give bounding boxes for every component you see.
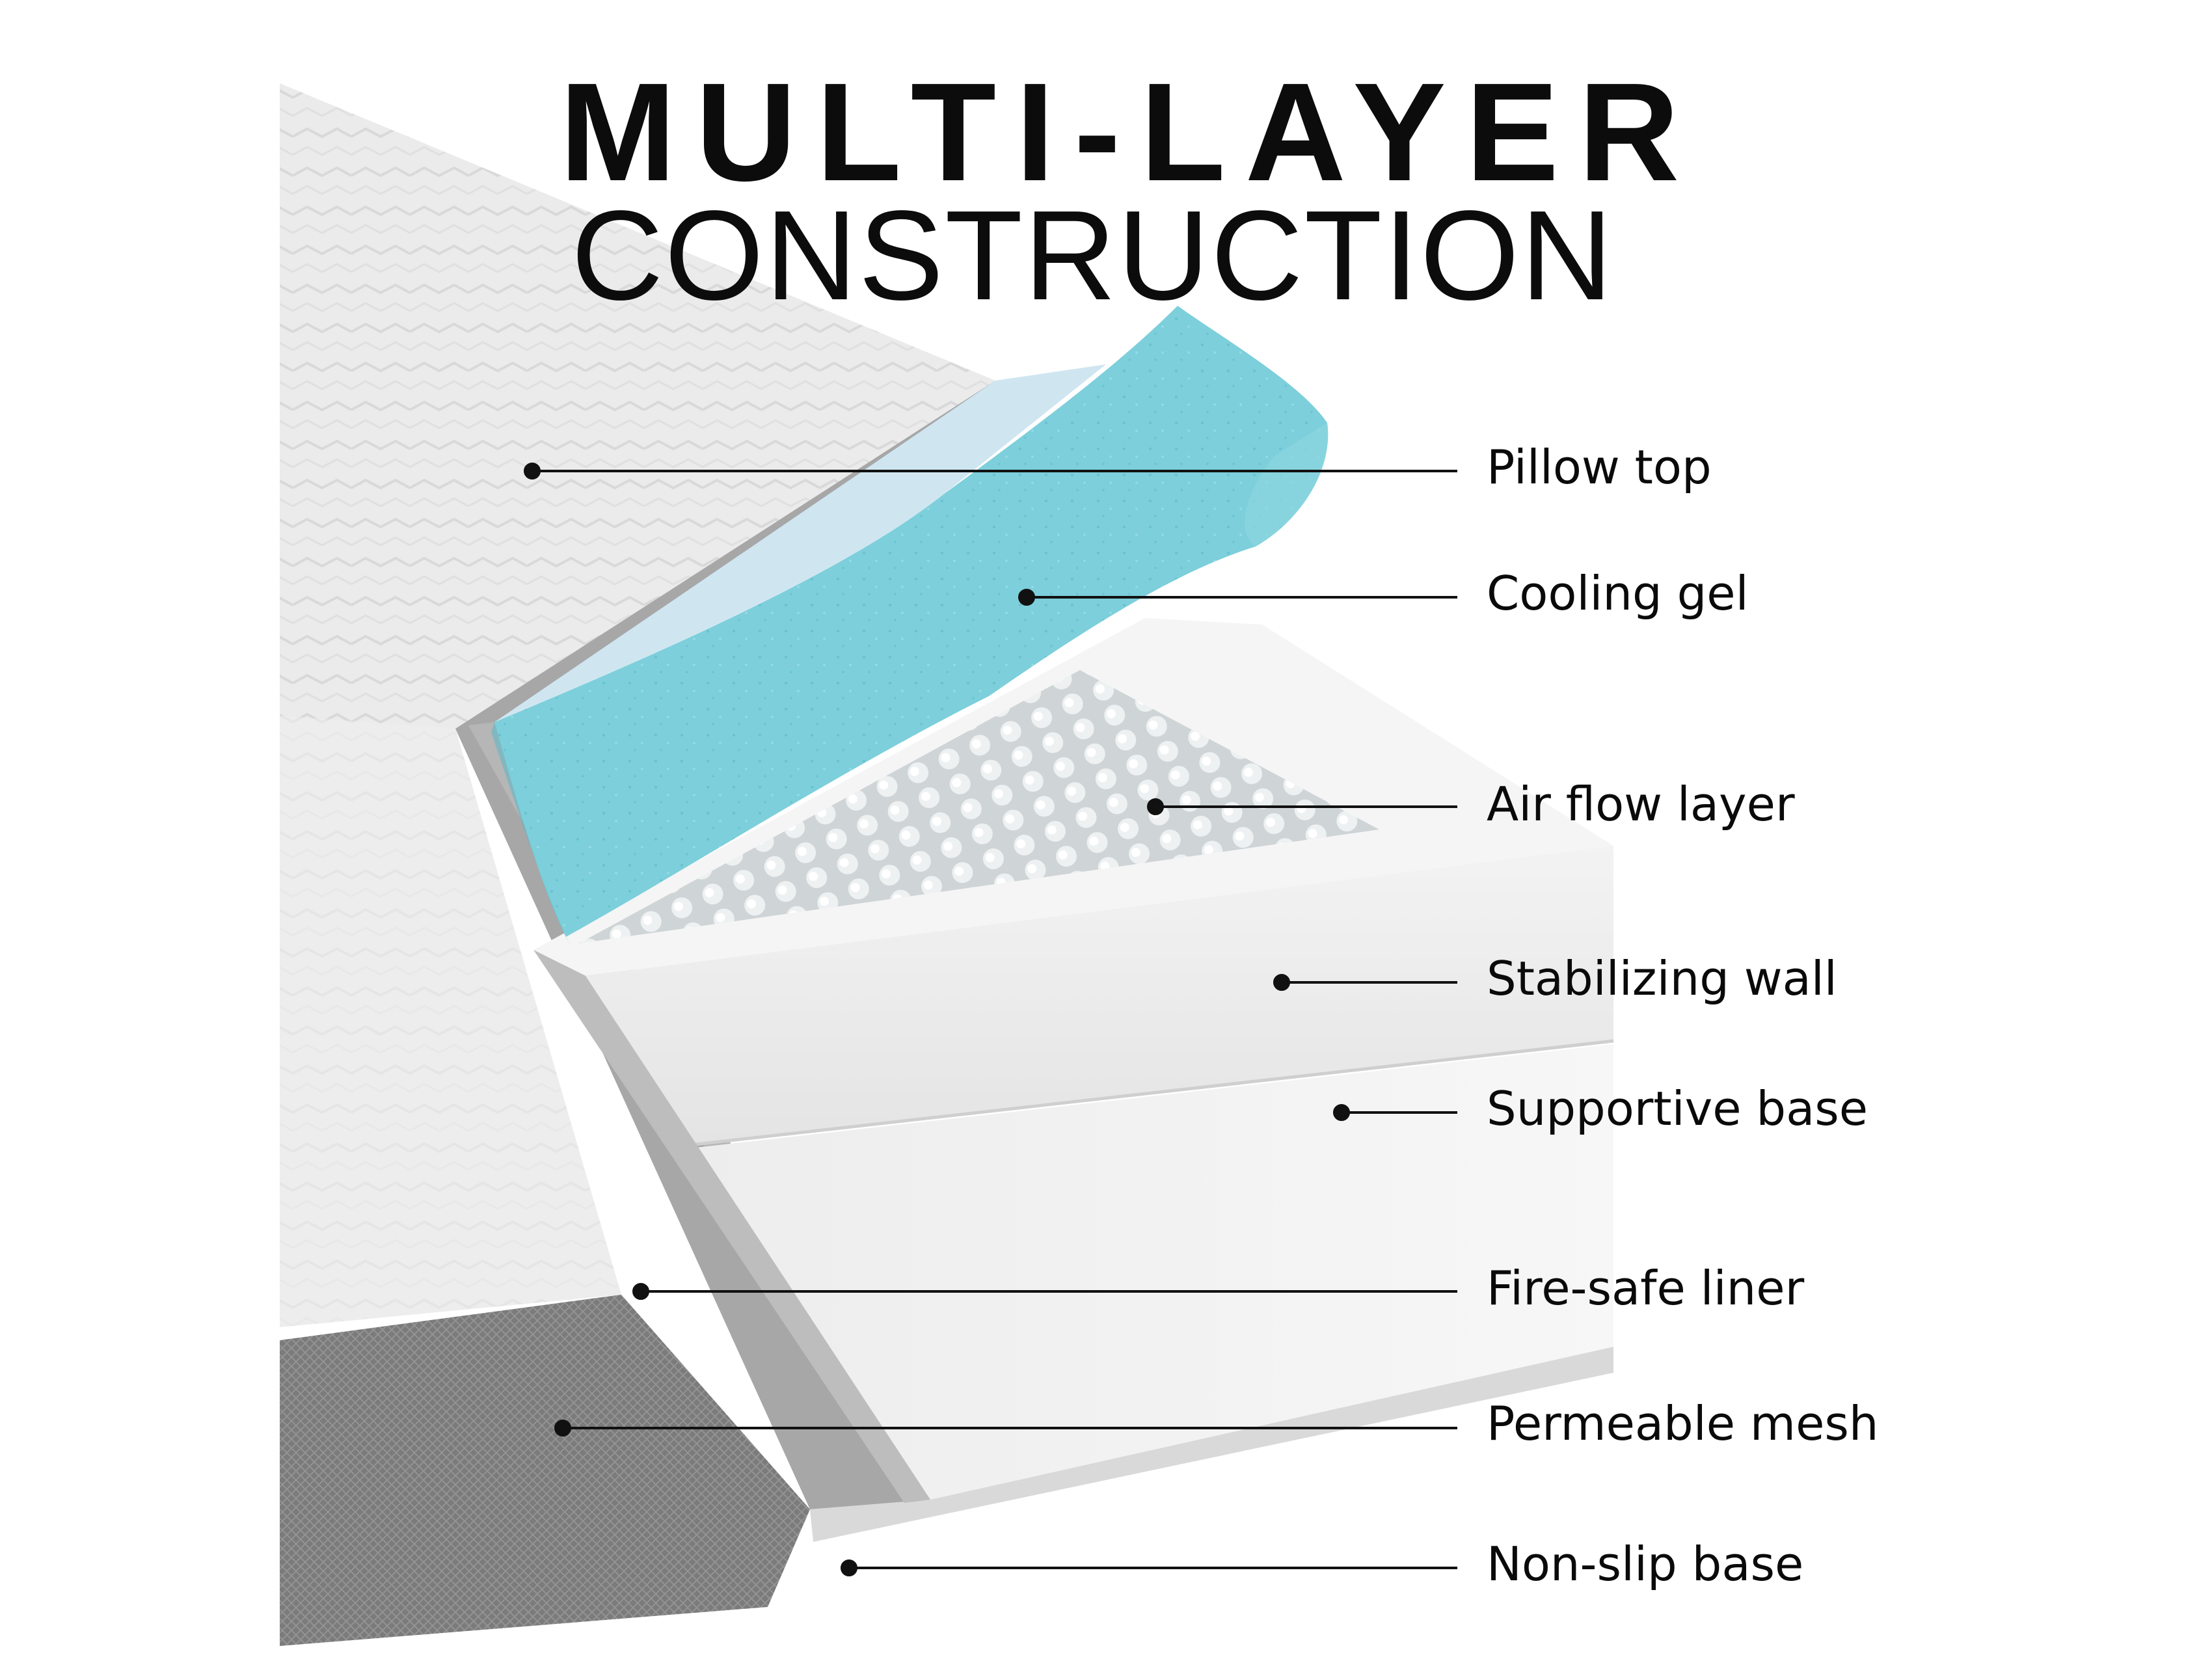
label-supportive-base: Supportive base [1487, 1085, 1868, 1132]
dot-non-slip-base [842, 1561, 856, 1575]
dot-stabilizing-wall [1275, 975, 1289, 990]
dot-fire-safe-liner [634, 1284, 648, 1299]
label-pillow-top: Pillow top [1487, 444, 1712, 491]
label-non-slip-base: Non-slip base [1487, 1541, 1803, 1587]
label-cooling-gel: Cooling gel [1487, 570, 1749, 617]
dot-permeable-mesh [556, 1421, 570, 1435]
label-permeable-mesh: Permeable mesh [1487, 1400, 1879, 1447]
label-stabilizing-wall: Stabilizing wall [1487, 955, 1837, 1002]
dot-air-flow-layer [1148, 800, 1163, 814]
dot-supportive-base [1334, 1105, 1349, 1120]
dot-pillow-top [525, 464, 539, 478]
label-fire-safe-liner: Fire-safe liner [1487, 1265, 1804, 1312]
dot-cooling-gel [1019, 590, 1034, 604]
label-air-flow-layer: Air flow layer [1487, 781, 1795, 828]
